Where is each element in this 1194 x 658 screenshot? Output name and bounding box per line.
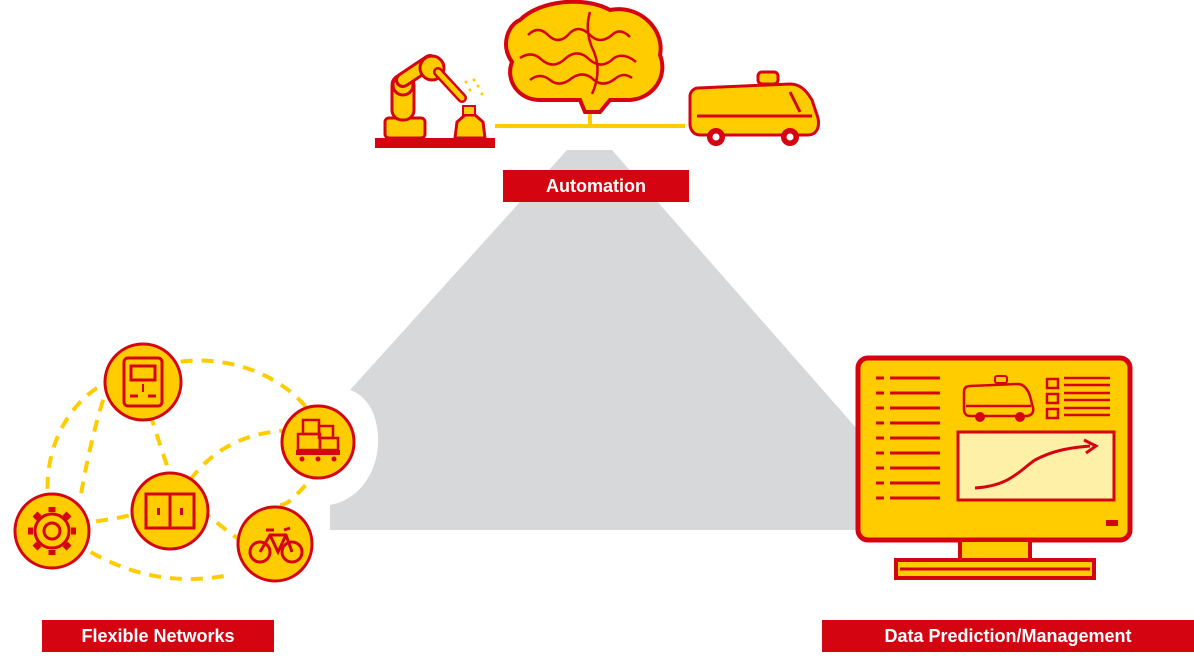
monitor-side-list <box>876 376 940 500</box>
data-prediction-label: Data Prediction/Management <box>822 620 1194 652</box>
flexible-networks-label: Flexible Networks <box>42 620 274 652</box>
bus-icon <box>103 342 183 422</box>
gear-icon <box>13 492 91 570</box>
checklist-icon <box>1045 376 1110 420</box>
van-icon <box>962 375 1035 422</box>
parcel-locker-icon <box>130 471 210 551</box>
growth-chart-icon <box>956 430 1116 502</box>
bicycle-icon <box>236 505 314 583</box>
pyramid-shape <box>330 150 858 530</box>
delivery-van-icon <box>688 70 820 146</box>
robot-arm-icon <box>375 54 495 148</box>
brain-icon <box>504 0 665 114</box>
automation-label: Automation <box>503 170 689 202</box>
pallet-boxes-icon <box>280 404 356 480</box>
